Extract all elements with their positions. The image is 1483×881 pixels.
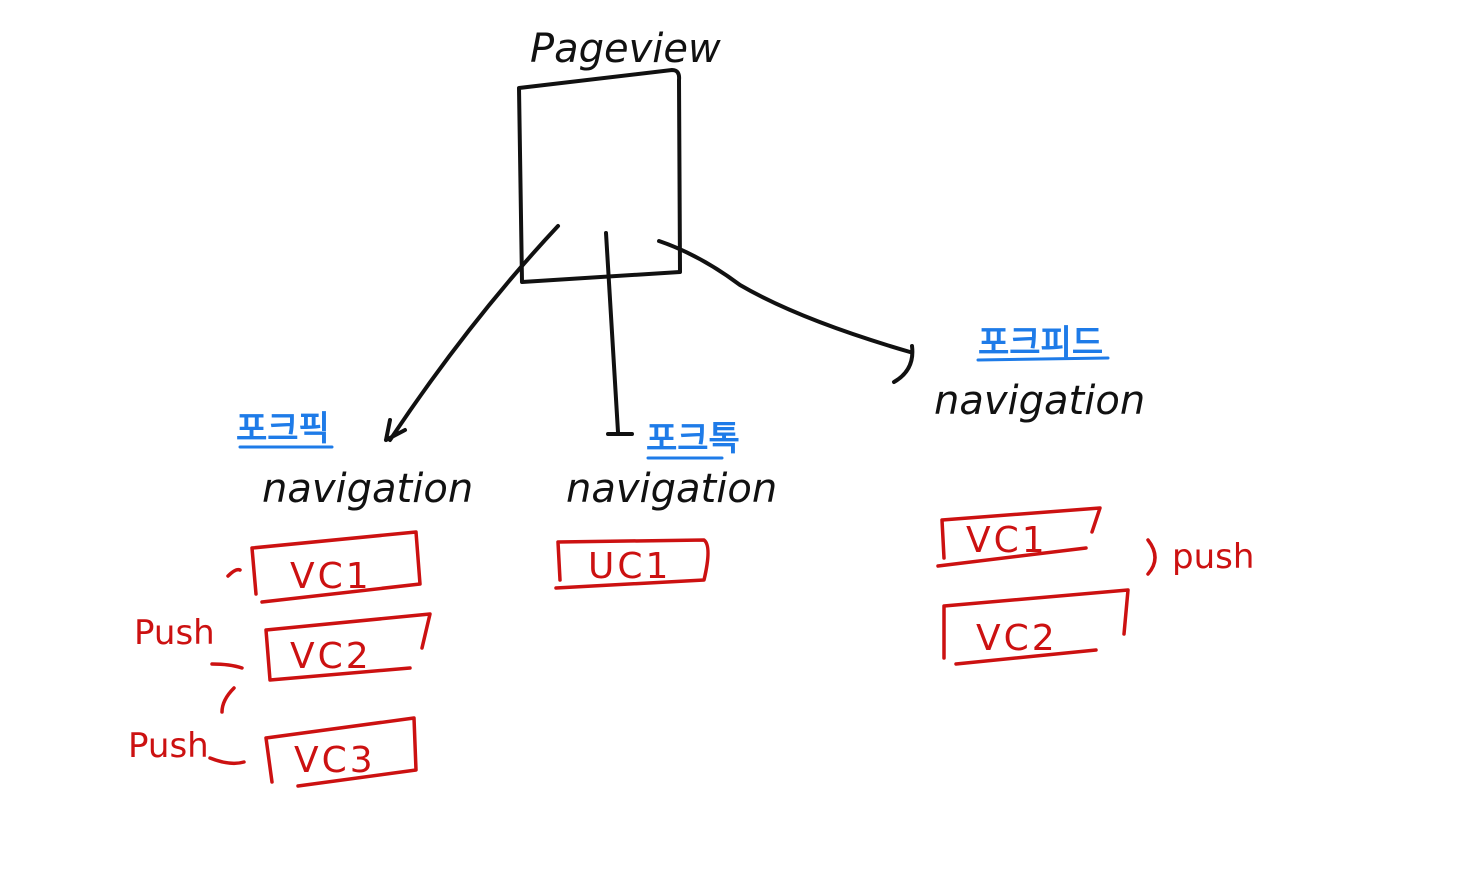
col1-push-connector-1: [210, 662, 244, 714]
pageview-label: Pageview: [530, 26, 721, 72]
column-2-title: navigation: [566, 466, 777, 512]
col3-vc2-box: [942, 588, 1130, 666]
col1-push-connector-2: [208, 756, 246, 766]
col1-vc1-label: VC1: [290, 556, 372, 597]
column-3-title: navigation: [934, 378, 1145, 424]
arrow-to-column-3: [657, 239, 915, 384]
pageview-box: [517, 68, 682, 284]
column-1-title: navigation: [262, 466, 473, 512]
col1-vc3-label: VC3: [294, 740, 376, 781]
col1-vc2-box: [264, 612, 432, 682]
column-2-tag: 포크톡: [646, 419, 740, 459]
col1-vc2-label: VC2: [290, 636, 372, 677]
col1-vc1-box: [226, 530, 422, 604]
col1-vc3-box: [264, 716, 418, 788]
col3-vc1-label: VC1: [966, 520, 1048, 561]
arrow-to-column-1: [384, 224, 560, 442]
arrow-to-column-2: [604, 231, 634, 436]
col3-vc2-label: VC2: [976, 618, 1058, 659]
col3-push-bracket: [1146, 538, 1157, 576]
col3-push-label: push: [1172, 537, 1254, 577]
col1-push-label-1: Push: [134, 613, 215, 653]
column-1-tag: 포크픽: [236, 409, 330, 449]
col1-push-label-2: Push: [128, 726, 209, 766]
col2-uc1-box: [554, 538, 710, 590]
column-3-tag-underline: [976, 356, 1110, 362]
column-3-tag: 포크피드: [978, 323, 1103, 363]
col2-uc1-label: UC1: [588, 546, 671, 587]
col3-vc1-box: [936, 506, 1102, 568]
